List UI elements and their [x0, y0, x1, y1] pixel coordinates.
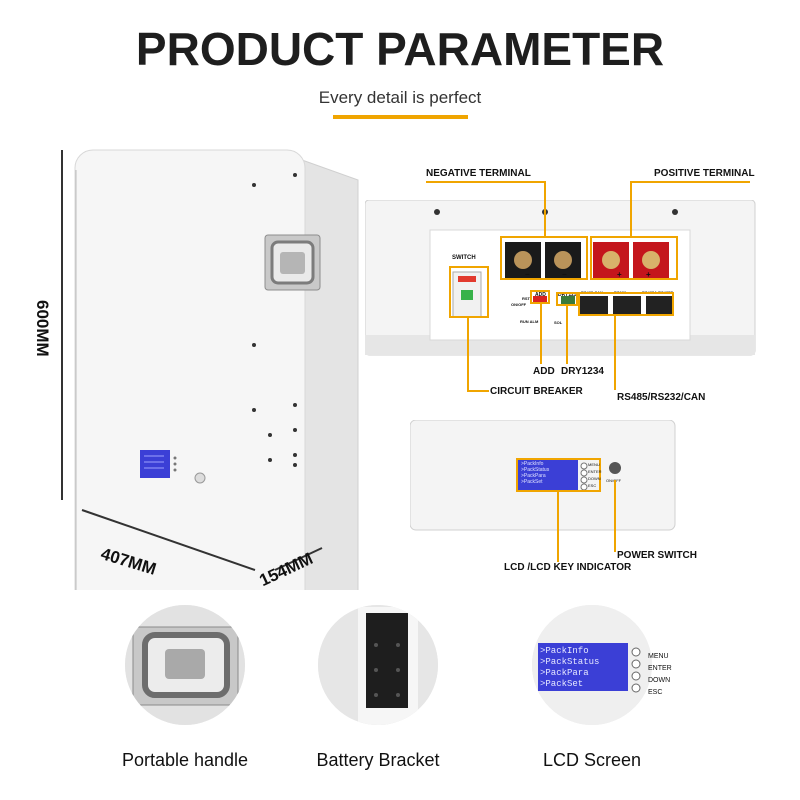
lcd-line-packpara: >PackPara — [540, 668, 589, 678]
dry-leader — [566, 306, 568, 364]
lcd-small-key-3: DOWN — [588, 476, 601, 481]
lcd-panel-illustration — [410, 420, 676, 531]
key-esc-label: ESC — [648, 689, 663, 696]
portable-handle-image — [125, 605, 245, 725]
key-menu-label: MENU — [648, 653, 669, 660]
lcd-indicator-label: LCD /LCD KEY INDICATOR — [504, 562, 632, 573]
positive-leader-v — [630, 181, 632, 236]
lcd-line-packstatus: >PackStatus — [540, 657, 600, 667]
lcd-screen-caption: LCD Screen — [542, 750, 642, 770]
height-dimension: 600MM — [33, 300, 52, 357]
battery-bracket-image — [318, 605, 438, 725]
comm-port-highlight — [578, 292, 674, 316]
lcd-screen-image: >PackInfo >PackStatus >PackPara >PackSet — [532, 605, 652, 725]
lcd-small-line-2: >PackStatus — [521, 467, 550, 473]
negative-terminal-highlight — [500, 236, 588, 280]
comm-ports-label: RS485/RS232/CAN — [617, 392, 706, 403]
negative-terminal-label: NEGATIVE TERMINAL — [426, 168, 531, 179]
add-leader — [540, 304, 542, 364]
lcd-small-line-1: >PackInfo — [521, 461, 544, 467]
dry-label: DRY1234 — [561, 366, 604, 377]
run-alm-small-label: RUN ALM — [520, 319, 539, 324]
positive-terminal-highlight — [590, 236, 678, 280]
page-title: PRODUCT PARAMETER — [135, 23, 665, 75]
add-label: ADD — [533, 366, 555, 377]
lcd-line-packset: >PackSet — [540, 679, 584, 689]
rst-small-label: RST — [522, 296, 530, 301]
page-subtitle: Every detail is perfect — [318, 88, 482, 107]
minus-sign-1: − — [525, 270, 530, 279]
negative-leader-v — [544, 181, 546, 236]
lcd-small-line-3: >PackPara — [521, 473, 546, 479]
sol-small-label: SOL — [554, 320, 563, 325]
breaker-highlight — [449, 266, 489, 318]
plus-sign-1: + — [617, 270, 622, 279]
onoff-small-label: ON/OFF — [511, 302, 527, 307]
battery-bracket-caption: Battery Bracket — [316, 750, 440, 770]
dry-highlight — [556, 292, 578, 306]
plus-sign-2: + — [646, 270, 651, 279]
portable-handle-caption: Portable handle — [121, 750, 249, 770]
power-switch-label: POWER SWITCH — [617, 550, 697, 561]
add-highlight — [530, 290, 550, 304]
key-down-label: DOWN — [648, 677, 671, 684]
switch-label: SWITCH — [452, 255, 476, 261]
title-underline — [333, 115, 468, 119]
lcd-small-key-4: ESC — [588, 483, 597, 488]
lcd-line-packinfo: >PackInfo — [540, 646, 589, 656]
lcd-small-onoff: ON/OFF — [606, 478, 621, 483]
lcd-leader — [557, 492, 559, 562]
comm-leader — [614, 316, 616, 390]
positive-terminal-label: POSITIVE TERMINAL — [654, 168, 755, 179]
add-small-label: ADD — [535, 292, 546, 298]
battery-illustration — [61, 149, 359, 590]
breaker-leader-v — [467, 318, 469, 392]
minus-sign-2: − — [562, 270, 567, 279]
dry-small-label: DRY1234 — [558, 292, 580, 298]
lcd-small-key-2: ENTER — [588, 469, 602, 474]
lcd-highlight — [516, 458, 601, 492]
negative-leader-h — [426, 181, 546, 183]
lcd-small-key-1: MENU — [588, 462, 600, 467]
key-enter-label: ENTER — [648, 665, 672, 672]
terminal-panel — [365, 200, 756, 356]
lcd-small-line-4: >PackSet — [521, 479, 543, 485]
positive-leader-h — [630, 181, 750, 183]
circuit-breaker-label: CIRCUIT BREAKER — [490, 386, 583, 397]
breaker-leader-h — [467, 390, 489, 392]
power-leader — [614, 480, 616, 552]
